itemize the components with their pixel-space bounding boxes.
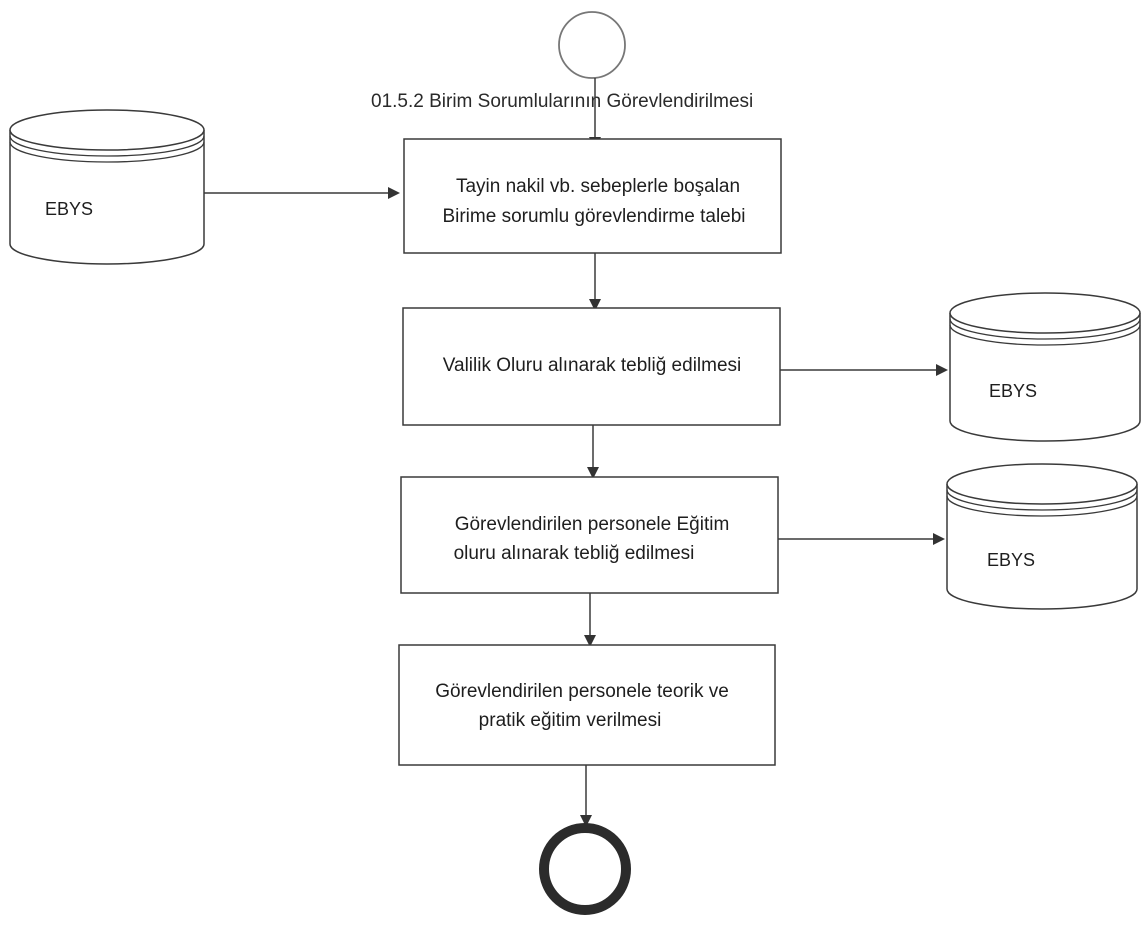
- start-event: [558, 11, 626, 79]
- process-step-2-box: [402, 307, 781, 426]
- process-step-1-box: [403, 138, 782, 254]
- process-step-4-box: [398, 644, 776, 766]
- database-label: EBYS: [989, 381, 1037, 401]
- database-ebys-right-1: EBYS: [949, 292, 1141, 442]
- database-label: EBYS: [987, 550, 1035, 570]
- process-step-3: Görevlendirilen personele Eğitim oluru a…: [400, 476, 779, 594]
- process-step-3-box: [400, 476, 779, 594]
- process-step-3-line-2: oluru alınarak tebliğ edilmesi: [454, 543, 695, 564]
- process-step-1-line-1: Tayin nakil vb. sebeplerle boşalan: [456, 176, 740, 197]
- process-title: 01.5.2 Birim Sorumlularının Görevlendiri…: [371, 91, 753, 112]
- process-step-2: Valilik Oluru alınarak tebliğ edilmesi: [402, 307, 781, 426]
- process-step-3-line-1: Görevlendirilen personele Eğitim: [455, 514, 730, 535]
- process-step-1: Tayin nakil vb. sebeplerle boşalan Birim…: [403, 138, 782, 254]
- process-step-4: Görevlendirilen personele teorik ve prat…: [398, 644, 776, 766]
- process-step-4-line-2: pratik eğitim verilmesi: [479, 710, 662, 731]
- process-step-1-line-2: Birime sorumlu görevlendirme talebi: [442, 206, 745, 227]
- end-event: [539, 823, 631, 915]
- database-ebys-right-2: EBYS: [946, 463, 1138, 610]
- database-label: EBYS: [45, 199, 93, 219]
- process-step-2-line-1: Valilik Oluru alınarak tebliğ edilmesi: [443, 355, 742, 376]
- database-ebys-left: EBYS: [9, 109, 205, 265]
- process-step-4-line-1: Görevlendirilen personele teorik ve: [435, 681, 729, 702]
